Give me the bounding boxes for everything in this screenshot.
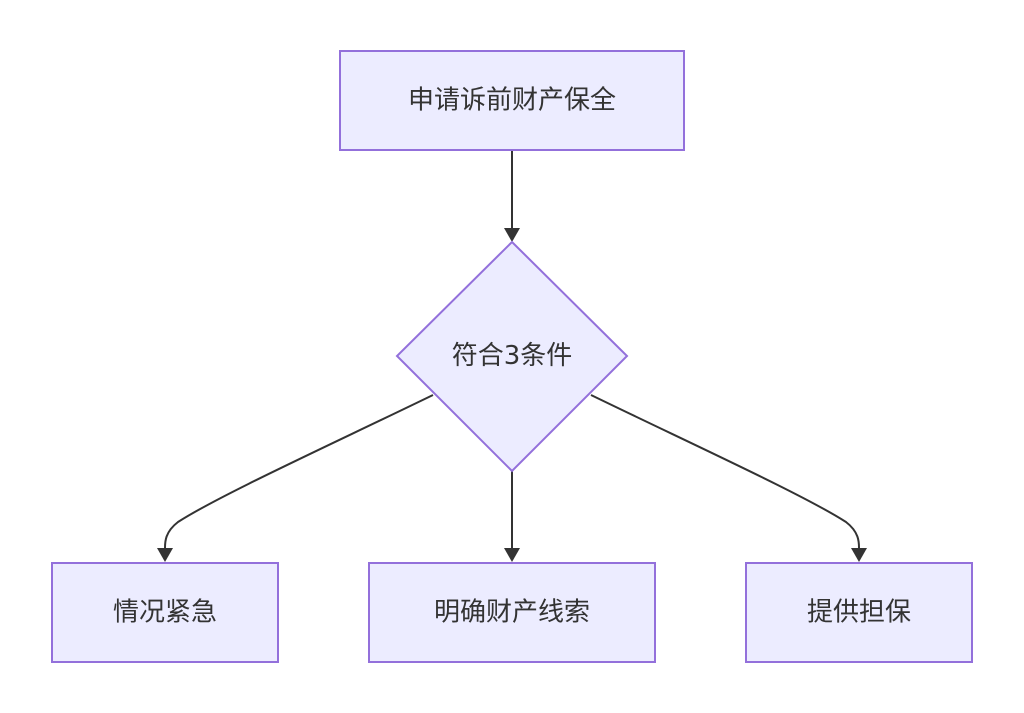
edge-decision-to-guarantee — [590, 394, 860, 549]
node-urgent-label: 情况紧急 — [113, 598, 217, 628]
node-guarantee-box — [745, 562, 973, 663]
node-urgent-box — [51, 562, 279, 663]
node-guarantee[interactable]: 提供担保 — [745, 562, 973, 663]
arrowhead-clue — [504, 548, 520, 562]
edge-decision-to-urgent — [164, 394, 434, 549]
arrowhead-decision — [504, 228, 520, 242]
arrowhead-guarantee — [851, 548, 867, 562]
node-guarantee-label: 提供担保 — [807, 598, 911, 628]
node-clue-box — [368, 562, 656, 663]
node-start-label: 申请诉前财产保全 — [408, 86, 616, 116]
node-clue[interactable]: 明确财产线索 — [368, 562, 656, 663]
arrowhead-urgent — [157, 548, 173, 562]
node-decision-diamond — [395, 240, 629, 473]
node-start-box — [339, 50, 685, 151]
node-decision[interactable]: 符合3条件 — [395, 240, 629, 473]
node-start[interactable]: 申请诉前财产保全 — [339, 50, 685, 151]
edges — [157, 150, 867, 562]
node-urgent[interactable]: 情况紧急 — [51, 562, 279, 663]
node-clue-label: 明确财产线索 — [434, 598, 590, 628]
node-decision-label: 符合3条件 — [452, 341, 573, 371]
